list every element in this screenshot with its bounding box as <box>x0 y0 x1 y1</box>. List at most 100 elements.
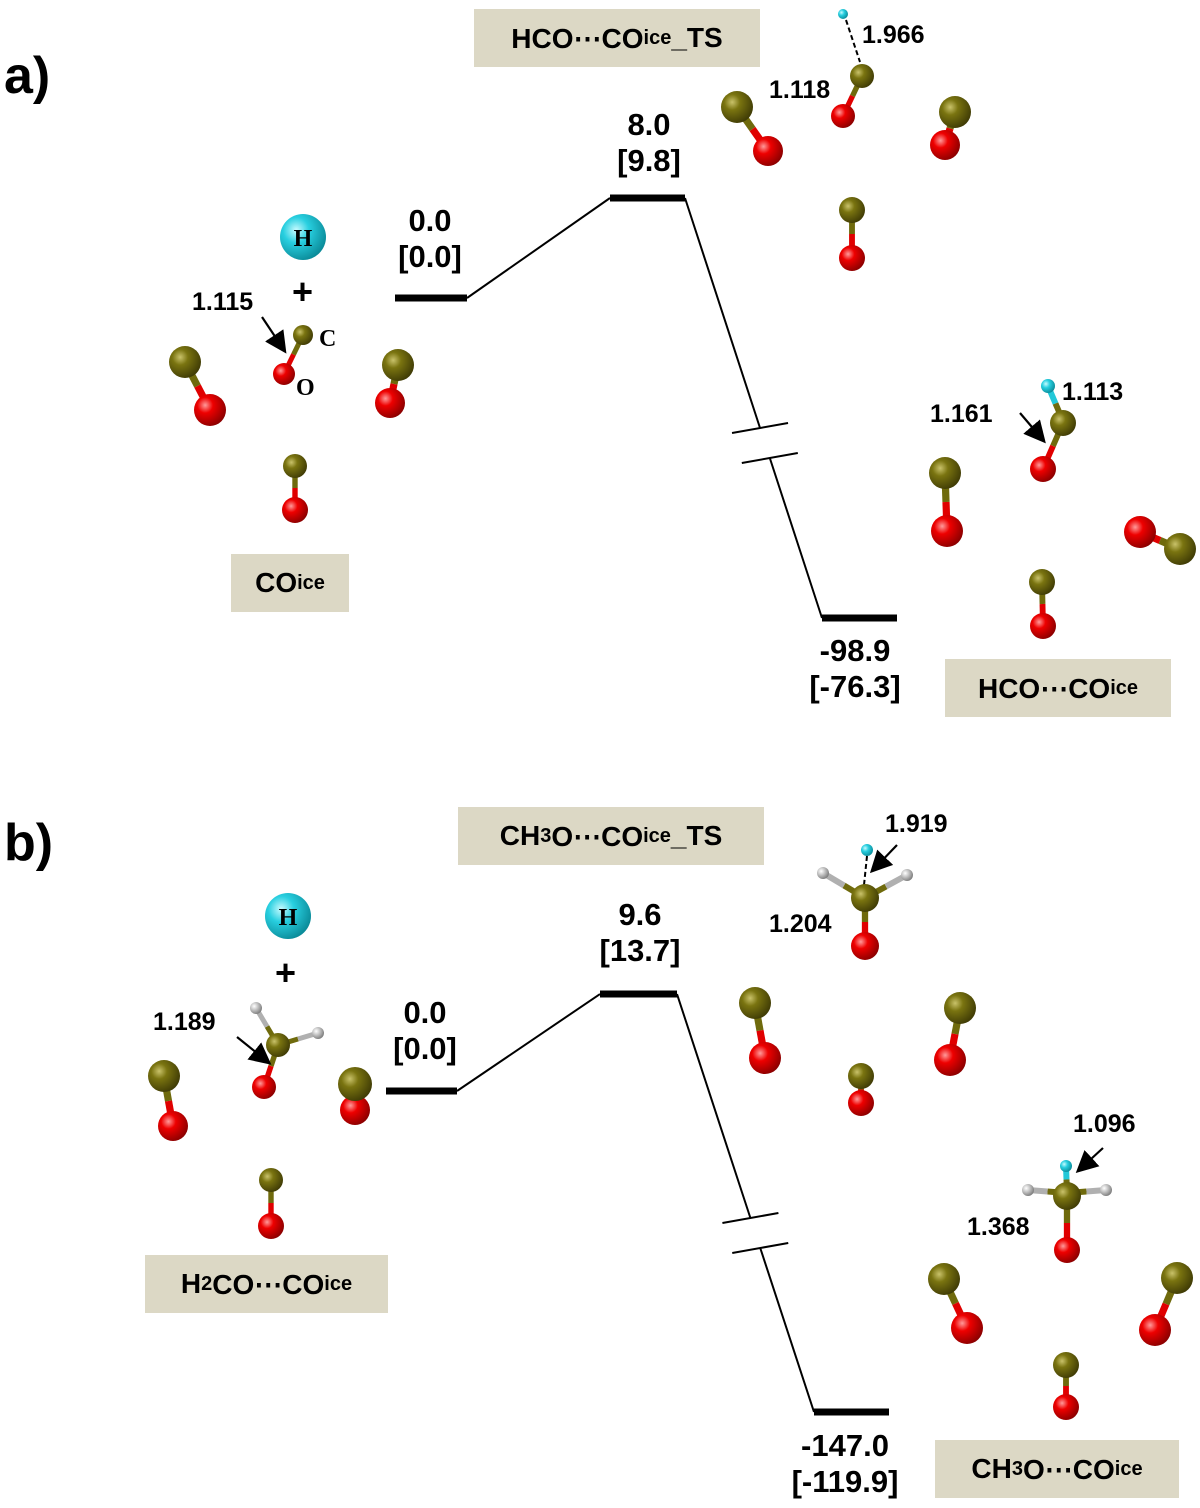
carbon-atom <box>929 457 961 489</box>
carbon-atom <box>259 1168 283 1192</box>
oxygen-atom <box>851 932 879 960</box>
hydrogen-atom <box>280 214 326 260</box>
energy-value: 0.0 <box>408 203 452 238</box>
product-label-text: HCO⋯CO <box>977 672 1111 704</box>
oxygen-atom <box>1124 516 1156 548</box>
oxygen-atom <box>749 1042 781 1074</box>
oxygen-atom <box>1030 613 1056 639</box>
carbon-atom <box>928 1263 960 1295</box>
panel-b-ts-co-distance: 1.204 <box>769 910 832 938</box>
molecular-structures: HH <box>148 9 1196 1420</box>
panel-a-label: a) <box>4 47 51 105</box>
energy-profile-a <box>395 194 897 622</box>
carbon-atom <box>851 884 879 912</box>
hydrogen-atom-symbol: H <box>279 905 298 931</box>
connector-line <box>759 1247 815 1413</box>
oxygen-atom <box>1030 456 1056 482</box>
hydrogen-atom <box>901 869 913 881</box>
energy-value-bracketed: [-119.9] <box>791 1463 899 1499</box>
oxygen-atom <box>375 388 405 418</box>
dashed-bond <box>863 855 868 886</box>
carbon-atom-label: C <box>319 326 337 352</box>
connector-line <box>684 197 761 429</box>
energy-value: 9.6 <box>618 897 662 932</box>
hydrogen-atom <box>1022 1184 1034 1196</box>
panel-a-plus-sign: + <box>292 271 314 312</box>
oxygen-atom <box>282 497 308 523</box>
panel-b-product-co-distance: 1.368 <box>967 1213 1030 1241</box>
panel-b-product-energy: -147.0 [-119.9] <box>780 1428 910 1500</box>
reactant-label-text: CO <box>255 567 298 598</box>
connector-line <box>768 457 823 619</box>
arrow-icon <box>869 844 898 874</box>
carbon-atom <box>839 197 865 223</box>
panel-a-product-co-distance: 1.161 <box>930 400 993 428</box>
energy-value: -98.9 <box>819 633 891 668</box>
axis-break-mark <box>732 1242 789 1254</box>
oxygen-atom <box>848 1090 874 1116</box>
carbon-atom <box>1164 533 1196 565</box>
ts-label-text: CH <box>499 820 541 851</box>
arrow-icon <box>1019 412 1046 444</box>
hydrogen-atom <box>1100 1184 1112 1196</box>
panel-b-reactant-co-distance: 1.189 <box>153 1008 216 1036</box>
oxygen-atom <box>753 136 783 166</box>
energy-value: 0.0 <box>403 995 447 1030</box>
oxygen-atom <box>1053 1394 1079 1420</box>
oxygen-atom <box>158 1111 188 1141</box>
carbon-atom <box>848 1063 874 1089</box>
panel-b-label: b) <box>4 814 54 872</box>
oxygen-atom <box>1054 1237 1080 1263</box>
arrow-icon <box>261 316 287 354</box>
carbon-atom <box>1050 410 1076 436</box>
arrow-icon <box>1075 1147 1104 1173</box>
energy-value-bracketed: [13.7] <box>599 932 681 968</box>
carbon-atom <box>382 349 414 381</box>
carbon-atom <box>283 454 307 478</box>
carbon-atom <box>939 96 971 128</box>
energy-value-bracketed: [0.0] <box>393 1030 457 1066</box>
oxygen-atom <box>194 394 226 426</box>
panel-b-product-ch-distance: 1.096 <box>1073 1110 1136 1138</box>
panel-a-reactant-co-distance: 1.115 <box>192 288 254 316</box>
oxygen-atom-label: O <box>296 375 315 401</box>
oxygen-atom <box>839 245 865 271</box>
panel-a-ts-co-distance: 1.118 <box>769 76 831 104</box>
panel-a-ts-energy: 8.0 [9.8] <box>594 107 704 179</box>
carbon-atom <box>266 1033 290 1057</box>
panel-a-ts-ch-distance: 1.966 <box>862 21 925 49</box>
oxygen-atom <box>1139 1314 1171 1346</box>
oxygen-atom <box>258 1213 284 1239</box>
ts-label-suffix: _TS <box>670 820 723 851</box>
carbon-atom <box>850 64 874 88</box>
ts-label-text: HCO⋯CO <box>511 22 644 54</box>
oxygen-atom <box>340 1095 370 1125</box>
energy-profiles <box>386 194 897 1416</box>
product-label-text: CH <box>971 1453 1012 1484</box>
panel-a-reactant-energy: 0.0 [0.0] <box>375 203 485 275</box>
panel-b-reactant-energy: 0.0 [0.0] <box>370 995 480 1067</box>
energy-value: -147.0 <box>801 1428 889 1463</box>
reactant-label-text: H <box>180 1268 202 1299</box>
carbon-atom <box>169 346 201 378</box>
energy-value-bracketed: [-76.3] <box>809 668 901 704</box>
carbon-atom <box>338 1067 372 1101</box>
panel-b-plus-sign: + <box>275 952 297 993</box>
hydrogen-atom <box>817 867 829 879</box>
hydrogen-atom <box>861 844 873 856</box>
carbon-atom <box>1053 1182 1081 1210</box>
energy-profile-b <box>386 990 889 1416</box>
connector-line <box>466 197 611 299</box>
carbon-atom <box>721 91 753 123</box>
carbon-atom <box>148 1060 180 1092</box>
panel-a-product-ch-distance: 1.113 <box>1062 378 1124 406</box>
product-label-text-main: O⋯CO <box>1022 1453 1115 1485</box>
ts-label-text-main: O⋯CO <box>551 820 644 852</box>
axis-break-mark <box>731 422 789 434</box>
